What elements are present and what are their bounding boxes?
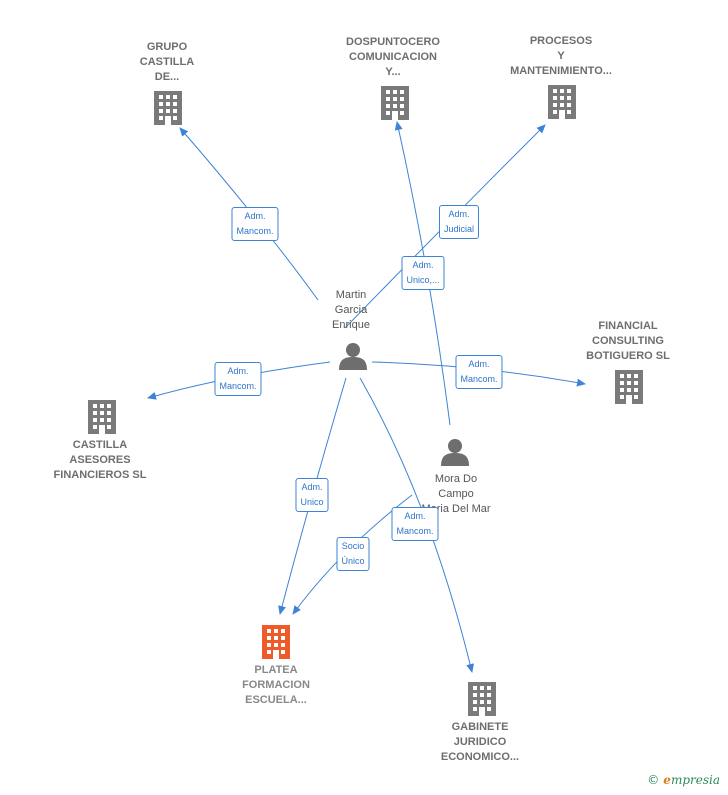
platea-building-icon: [262, 625, 290, 659]
edge-label-martin-grupo: Adm. Mancom.: [231, 207, 279, 241]
dospuntocero-building-icon: [381, 86, 409, 120]
gabinete-building-icon: [468, 682, 496, 716]
edge-label-martin-castilla: Adm. Mancom.: [214, 362, 262, 396]
node-gabinete[interactable]: GABINETE JURIDICO ECONOMICO...: [440, 721, 520, 763]
mora-person-icon: [441, 439, 469, 466]
financial-building-icon: [615, 370, 643, 404]
brand-logo: ©empresia: [647, 773, 720, 787]
edge-label-mora-platea: Socio Único: [336, 537, 370, 571]
edge-label-martin-procesos: Adm. Judicial: [438, 205, 480, 239]
node-martin[interactable]: Martin Garcia Enrique: [332, 289, 370, 331]
edge-label-martin-platea: Adm. Unico: [295, 478, 329, 512]
node-castilla-asesores[interactable]: CASTILLA ASESORES FINANCIEROS SL: [53, 439, 147, 481]
node-grupo-castilla[interactable]: GRUPO CASTILLA DE...: [139, 41, 195, 83]
node-financial[interactable]: FINANCIAL CONSULTING BOTIGUERO SL: [586, 320, 670, 362]
node-procesos[interactable]: PROCESOS Y MANTENIMIENTO...: [510, 35, 612, 77]
edge-label-martin-financial: Adm. Mancom.: [455, 355, 503, 389]
edge-label-mora-dospuntocero: Adm. Unico,...: [401, 256, 445, 290]
procesos-building-icon: [548, 85, 576, 119]
node-dospuntocero[interactable]: DOSPUNTOCERO COMUNICACION Y...: [346, 36, 440, 78]
grupo-castilla-building-icon: [154, 91, 182, 125]
node-platea[interactable]: PLATEA FORMACION ESCUELA...: [242, 664, 310, 706]
castilla-asesores-building-icon: [88, 400, 116, 434]
martin-person-icon: [339, 343, 367, 370]
copyright-icon: ©: [647, 773, 660, 787]
brand-name: mpresia: [670, 773, 720, 787]
edge-label-martin-gabinete: Adm. Mancom.: [391, 507, 439, 541]
brand-initial: e: [663, 773, 671, 787]
